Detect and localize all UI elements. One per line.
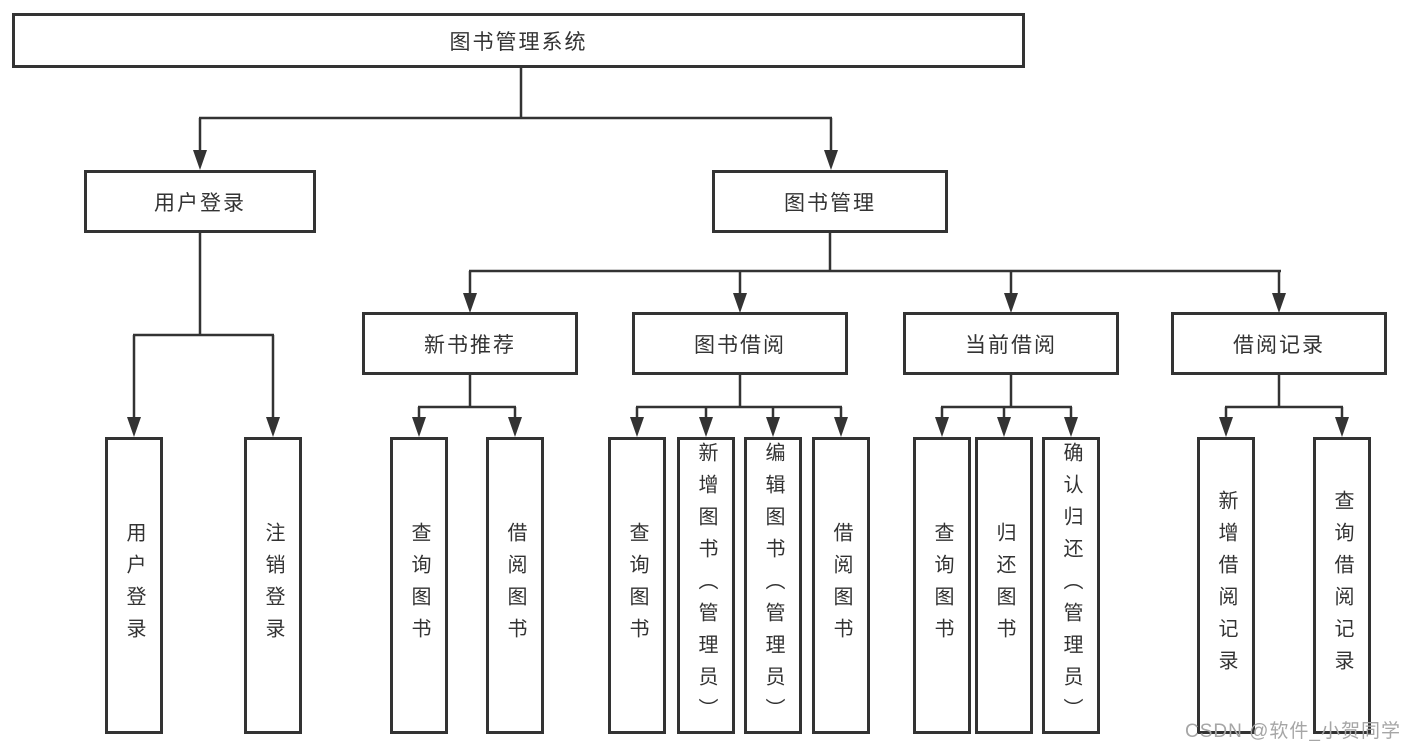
leaf-borrow-books-borrowing-label: 借阅图书	[830, 521, 852, 650]
leaf-edit-book-admin-label: 编辑图书（管理员）	[762, 441, 784, 730]
node-user-login-label: 用户登录	[154, 191, 246, 215]
leaf-query-books-borrowing-label: 查询图书	[626, 521, 648, 650]
node-book-management: 图书管理	[712, 170, 948, 233]
leaf-query-books-borrowing: 查询图书	[608, 437, 666, 734]
leaf-query-borrow-record-label: 查询借阅记录	[1331, 489, 1353, 682]
node-user-login: 用户登录	[84, 170, 316, 233]
leaf-query-books-current: 查询图书	[913, 437, 971, 734]
leaf-edit-book-admin: 编辑图书（管理员）	[744, 437, 802, 734]
node-book-management-label: 图书管理	[784, 191, 876, 215]
leaf-query-borrow-record: 查询借阅记录	[1313, 437, 1371, 734]
leaf-query-books-current-label: 查询图书	[931, 521, 953, 650]
csdn-watermark: CSDN @软件_小贺同学	[1185, 721, 1401, 742]
node-current-borrowing: 当前借阅	[903, 312, 1119, 375]
node-new-book-recommend-label: 新书推荐	[424, 333, 516, 357]
leaf-borrow-books-borrowing: 借阅图书	[812, 437, 870, 734]
leaf-logout: 注销登录	[244, 437, 302, 734]
node-root-label: 图书管理系统	[449, 30, 588, 54]
node-current-borrowing-label: 当前借阅	[965, 333, 1057, 357]
leaf-add-book-admin: 新增图书（管理员）	[677, 437, 735, 734]
leaf-borrow-books-recommend-label: 借阅图书	[504, 521, 526, 650]
leaf-confirm-return-admin: 确认归还（管理员）	[1042, 437, 1100, 734]
leaf-add-book-admin-label: 新增图书（管理员）	[695, 441, 717, 730]
leaf-logout-label: 注销登录	[262, 521, 284, 650]
leaf-borrow-books-recommend: 借阅图书	[486, 437, 544, 734]
leaf-confirm-return-admin-label: 确认归还（管理员）	[1060, 441, 1082, 730]
leaf-user-login-label: 用户登录	[123, 521, 145, 650]
leaf-user-login: 用户登录	[105, 437, 163, 734]
leaf-add-borrow-record-label: 新增借阅记录	[1215, 489, 1237, 682]
leaf-query-books-recommend-label: 查询图书	[408, 521, 430, 650]
leaf-return-book: 归还图书	[975, 437, 1033, 734]
node-book-borrowing: 图书借阅	[632, 312, 848, 375]
node-new-book-recommend: 新书推荐	[362, 312, 578, 375]
node-borrowing-records-label: 借阅记录	[1233, 333, 1325, 357]
node-root: 图书管理系统	[12, 13, 1025, 68]
leaf-add-borrow-record: 新增借阅记录	[1197, 437, 1255, 734]
node-borrowing-records: 借阅记录	[1171, 312, 1387, 375]
leaf-query-books-recommend: 查询图书	[390, 437, 448, 734]
node-book-borrowing-label: 图书借阅	[694, 333, 786, 357]
leaf-return-book-label: 归还图书	[993, 521, 1015, 650]
